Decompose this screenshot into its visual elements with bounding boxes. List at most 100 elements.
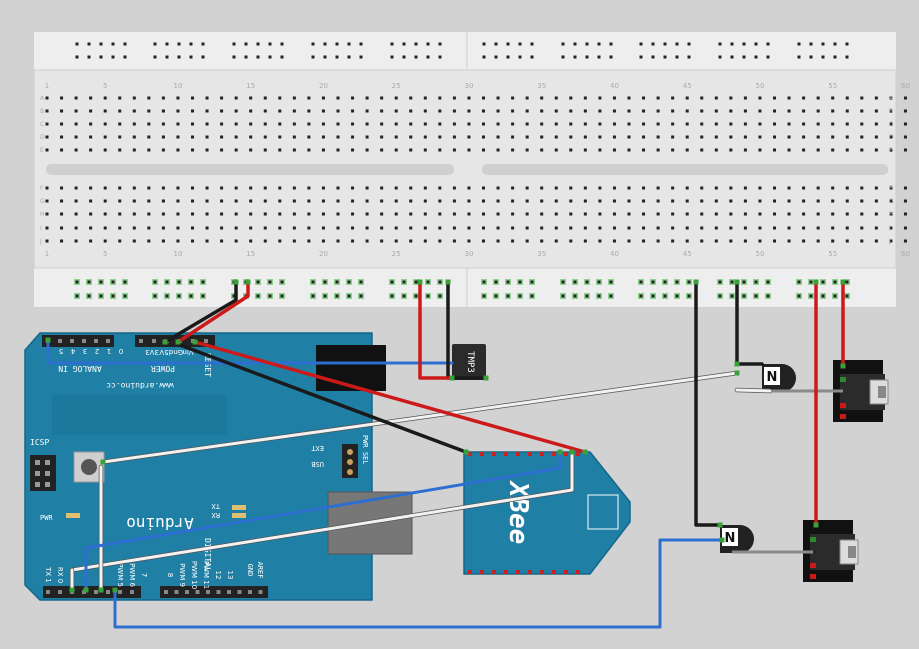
breadboard-hole [642,96,646,100]
breadboard-hole [874,109,878,113]
breadboard-hole [656,109,660,113]
breadboard-hole [743,122,747,126]
breadboard-hole [365,199,369,203]
breadboard-hole [234,148,238,152]
breadboard-hole [787,226,791,230]
breadboard-hole [482,148,485,152]
xbee-pin [504,570,508,574]
row-letter: G [889,198,894,205]
breadboard-hole [714,109,718,113]
breadboard-hole [656,122,660,126]
breadboard-hole [307,226,311,230]
breadboard-hole [249,109,253,113]
breadboard-hole [351,186,355,190]
breadboard-hole [612,96,616,100]
rail-hole [609,42,613,46]
breadboard-hole [482,212,485,216]
breadboard-hole [467,212,471,216]
breadboard-hole [671,96,675,100]
breadboard-hole [409,122,413,126]
xbee-pin [516,452,520,456]
breadboard-hole [685,186,689,190]
breadboard-hole [321,109,325,113]
breadboard-hole [103,122,107,126]
rail-hole [821,55,825,59]
rail-hole [639,280,643,284]
breadboard-hole [278,96,282,100]
wire-endpoint [734,370,740,376]
breadboard-hole [802,135,806,139]
breadboard-hole [816,226,820,230]
breadboard-hole [351,199,355,203]
xbee-pin [492,452,496,456]
rail-hole [585,280,589,284]
wire-white-5-inner [735,388,772,393]
breadboard-hole [802,199,806,203]
breadboard-hole [496,239,500,243]
breadboard-hole [89,239,93,243]
breadboard-hole [380,148,384,152]
row-letter: F [889,185,893,192]
breadboard-hole [816,109,820,113]
breadboard-hole [336,109,340,113]
xbee-label: XBee [503,480,533,545]
breadboard-hole [118,226,122,230]
breadboard-hole [380,199,384,203]
column-number: 25 [392,250,401,258]
breadboard-hole [89,148,93,152]
header-pin [248,590,252,594]
breadboard-hole [452,122,456,126]
xbee-pin [540,570,544,574]
breadboard-hole [176,135,180,139]
breadboard-hole [598,135,602,139]
breadboard-hole [321,226,325,230]
breadboard-hole [525,186,529,190]
breadboard-hole [118,122,122,126]
rail-hole [754,42,758,46]
rail-hole [585,294,589,298]
breadboard-hole [409,212,413,216]
breadboard-hole [773,239,776,243]
wire-red-1 [176,280,250,344]
rail-hole [687,42,691,46]
rail-hole [390,294,394,298]
breadboard-hole [511,148,515,152]
breadboard-hole [903,135,907,139]
sensor-label: TMP3 [465,351,475,373]
breadboard-hole [336,122,340,126]
breadboard-hole [307,96,311,100]
breadboard-hole [773,199,776,203]
breadboard-hole [831,96,835,100]
header-pin [94,590,98,594]
breadboard-hole [176,122,180,126]
breadboard-hole [612,186,616,190]
breadboard-hole [161,239,165,243]
breadboard-hole [831,135,835,139]
reset-button[interactable] [73,451,105,483]
rail-hole [347,280,351,284]
breadboard-hole [132,122,136,126]
xbee-pin [468,452,472,456]
column-number: 5 [103,82,107,90]
breadboard-hole [220,122,224,126]
breadboard-hole [656,186,660,190]
breadboard-hole [380,239,384,243]
breadboard-hole [889,148,893,152]
wire-black-2 [178,343,468,454]
rail-hole [359,294,363,298]
breadboard-hole [103,148,107,152]
column-number: 25 [392,82,401,90]
rail-hole [414,294,418,298]
breadboard-hole [845,96,849,100]
breadboard-hole [205,212,209,216]
breadboard-hole [642,239,646,243]
breadboard-hole [627,239,631,243]
header-pin [206,590,210,594]
rail-hole [809,55,813,59]
breadboard-hole [569,135,573,139]
rail-hole [742,294,746,298]
wire-endpoint [112,587,118,593]
breadboard-hole [773,122,776,126]
breadboard-hole [889,239,893,243]
